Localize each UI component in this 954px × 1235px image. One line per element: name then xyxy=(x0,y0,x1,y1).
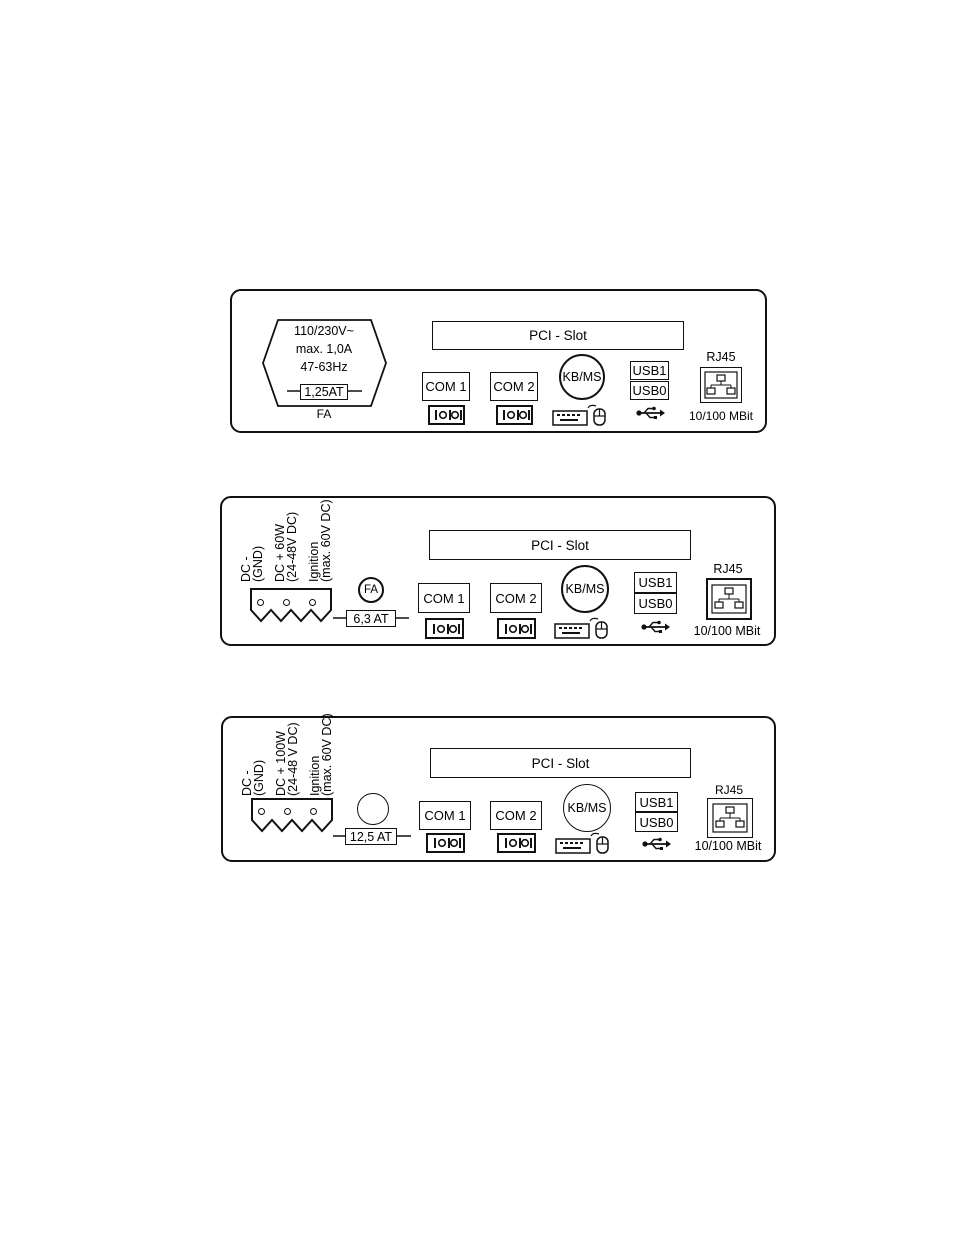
com1-serial-icon xyxy=(425,618,464,639)
usb1-port: USB1 xyxy=(635,792,678,812)
com1-serial-icon xyxy=(426,833,465,853)
usb-icon xyxy=(636,406,665,419)
com2-serial-icon xyxy=(497,618,536,639)
pci-slot: PCI - Slot xyxy=(429,530,691,560)
com2-port-label: COM 2 xyxy=(490,801,542,830)
rj45-label: RJ45 xyxy=(713,562,743,576)
power-voltage: 110/230V~ xyxy=(294,324,354,338)
power-inlet-hexagon xyxy=(262,319,387,407)
fuse-label: 1,25AT xyxy=(300,384,348,400)
usb1-port: USB1 xyxy=(634,572,677,593)
terminal-pin xyxy=(309,599,316,606)
keyboard-mouse-icon xyxy=(554,617,608,639)
fuse-fa-circle: FA xyxy=(358,577,384,603)
com1-serial-icon xyxy=(428,405,465,425)
usb0-port: USB0 xyxy=(630,381,669,400)
fuse-type: FA xyxy=(316,407,332,421)
com2-port-label: COM 2 xyxy=(490,372,538,401)
usb1-port: USB1 xyxy=(630,361,669,380)
rj45-port xyxy=(700,367,742,403)
usb-icon xyxy=(642,837,671,850)
usb0-port: USB0 xyxy=(635,812,678,832)
fuse-label: 12,5 AT xyxy=(345,828,397,845)
keyboard-mouse-icon xyxy=(552,404,606,426)
terminal-pin xyxy=(283,599,290,606)
usb0-port: USB0 xyxy=(634,593,677,614)
terminal-pin xyxy=(258,808,265,815)
dc-gnd-label-2: (GND) xyxy=(251,545,265,582)
ignition-label-2: (max. 60V DC) xyxy=(320,713,334,796)
com1-port-label: COM 1 xyxy=(422,372,470,401)
dc-terminal-block xyxy=(250,588,332,623)
dc-positive-label-2: (24-48 V DC) xyxy=(286,722,300,796)
pci-slot: PCI - Slot xyxy=(430,748,691,778)
com1-port-label: COM 1 xyxy=(419,801,471,830)
terminal-pin xyxy=(310,808,317,815)
rj45-port xyxy=(707,798,753,838)
com1-port-label: COM 1 xyxy=(418,583,470,613)
kbms-port: KB/MS xyxy=(559,354,605,400)
rear-panel-dc-60w: DC - (GND) DC + 60W (24-48V DC) Ignition… xyxy=(220,496,776,646)
com2-serial-icon xyxy=(496,405,533,425)
terminal-pin xyxy=(284,808,291,815)
com2-serial-icon xyxy=(497,833,536,853)
rj45-label: RJ45 xyxy=(714,783,744,797)
fuse-holder-circle xyxy=(357,793,389,825)
usb-icon xyxy=(641,620,670,633)
lan-speed: 10/100 MBit xyxy=(693,624,761,638)
dc-terminal-block xyxy=(251,798,333,833)
rj45-label: RJ45 xyxy=(706,350,736,364)
rj45-port xyxy=(706,578,752,620)
keyboard-mouse-icon xyxy=(555,832,609,854)
com2-port-label: COM 2 xyxy=(490,583,542,613)
lan-speed: 10/100 MBit xyxy=(688,409,754,423)
dc-positive-label-2: (24-48V DC) xyxy=(285,511,299,582)
ignition-label-2: (max. 60V DC) xyxy=(319,499,333,582)
kbms-port: KB/MS xyxy=(563,784,611,832)
dc-gnd-label-2: (GND) xyxy=(252,759,266,796)
fuse-label: 6,3 AT xyxy=(346,610,396,627)
rear-panel-ac: 110/230V~ max. 1,0A 47-63Hz 1,25AT FA PC… xyxy=(230,289,767,433)
lan-speed: 10/100 MBit xyxy=(694,839,762,853)
pci-slot: PCI - Slot xyxy=(432,321,684,350)
kbms-port: KB/MS xyxy=(561,565,609,613)
rear-panel-dc-100w: DC - (GND) DC + 100W (24-48 V DC) Igniti… xyxy=(221,713,776,862)
terminal-pin xyxy=(257,599,264,606)
power-current: max. 1,0A xyxy=(295,342,353,356)
power-frequency: 47-63Hz xyxy=(300,360,348,374)
